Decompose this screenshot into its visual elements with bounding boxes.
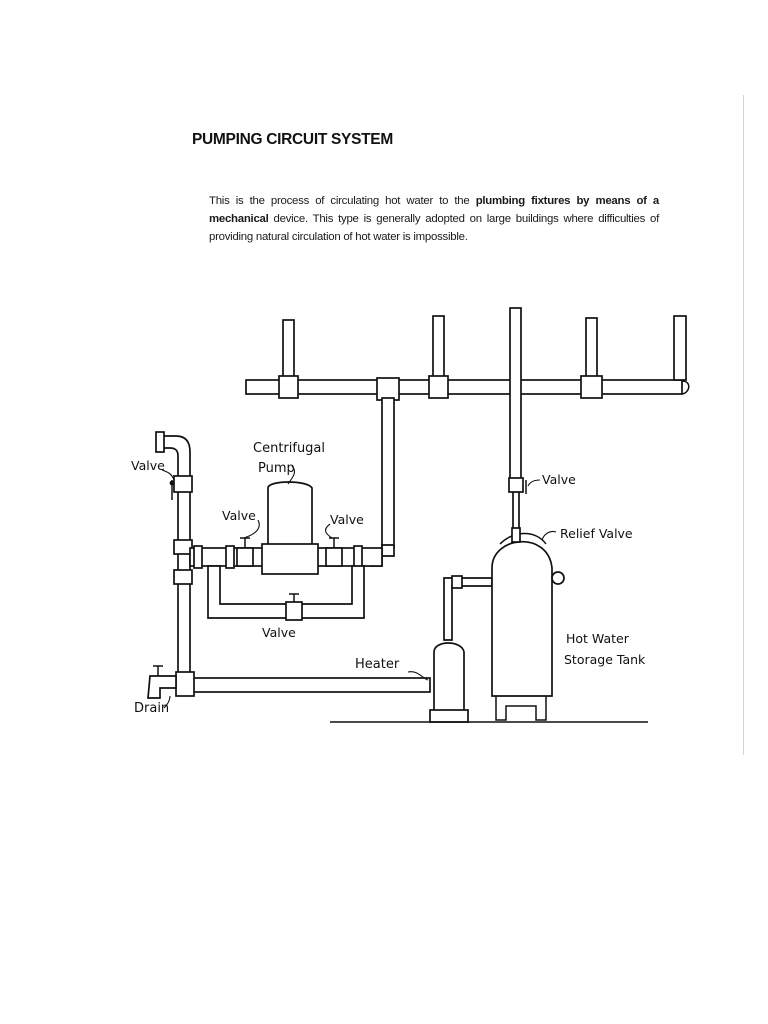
label-tank-line1: Hot Water xyxy=(566,631,630,646)
intro-paragraph: This is the process of circulating hot w… xyxy=(209,192,659,246)
label-heater: Heater xyxy=(355,657,400,672)
page-edge-rule xyxy=(743,95,744,755)
tank-riser-valve xyxy=(508,477,527,494)
label-valve-pump-inlet: Valve xyxy=(222,508,256,523)
page-title: PUMPING CIRCUIT SYSTEM xyxy=(192,131,393,148)
intro-text-end: device. This type is generally adopted o… xyxy=(209,213,659,243)
bottom-return-pipe xyxy=(147,665,431,699)
tank-supply-riser xyxy=(509,307,522,541)
return-riser xyxy=(369,397,395,567)
label-tank-line2: Storage Tank xyxy=(564,652,646,667)
intro-text-emphasis: plumbing fixtures by means of a mechanic… xyxy=(209,195,660,225)
bypass-loop xyxy=(207,565,365,621)
label-drain: Drain xyxy=(134,701,169,716)
heater xyxy=(429,575,493,723)
label-valve-bypass: Valve xyxy=(262,625,296,640)
intro-text-start: This is the process of circulating hot w… xyxy=(209,195,476,207)
top-distribution-main xyxy=(245,315,690,401)
label-pump-line2: Pump xyxy=(258,461,295,476)
centrifugal-pump xyxy=(261,481,319,575)
hot-water-storage-tank xyxy=(491,527,565,721)
label-valve-left-riser: Valve xyxy=(131,458,165,473)
label-pump-line1: Centrifugal xyxy=(253,441,325,456)
label-valve-pump-outlet: Valve xyxy=(330,512,364,527)
label-relief-valve: Relief Valve xyxy=(560,526,633,541)
label-valve-tank-riser: Valve xyxy=(542,472,576,487)
